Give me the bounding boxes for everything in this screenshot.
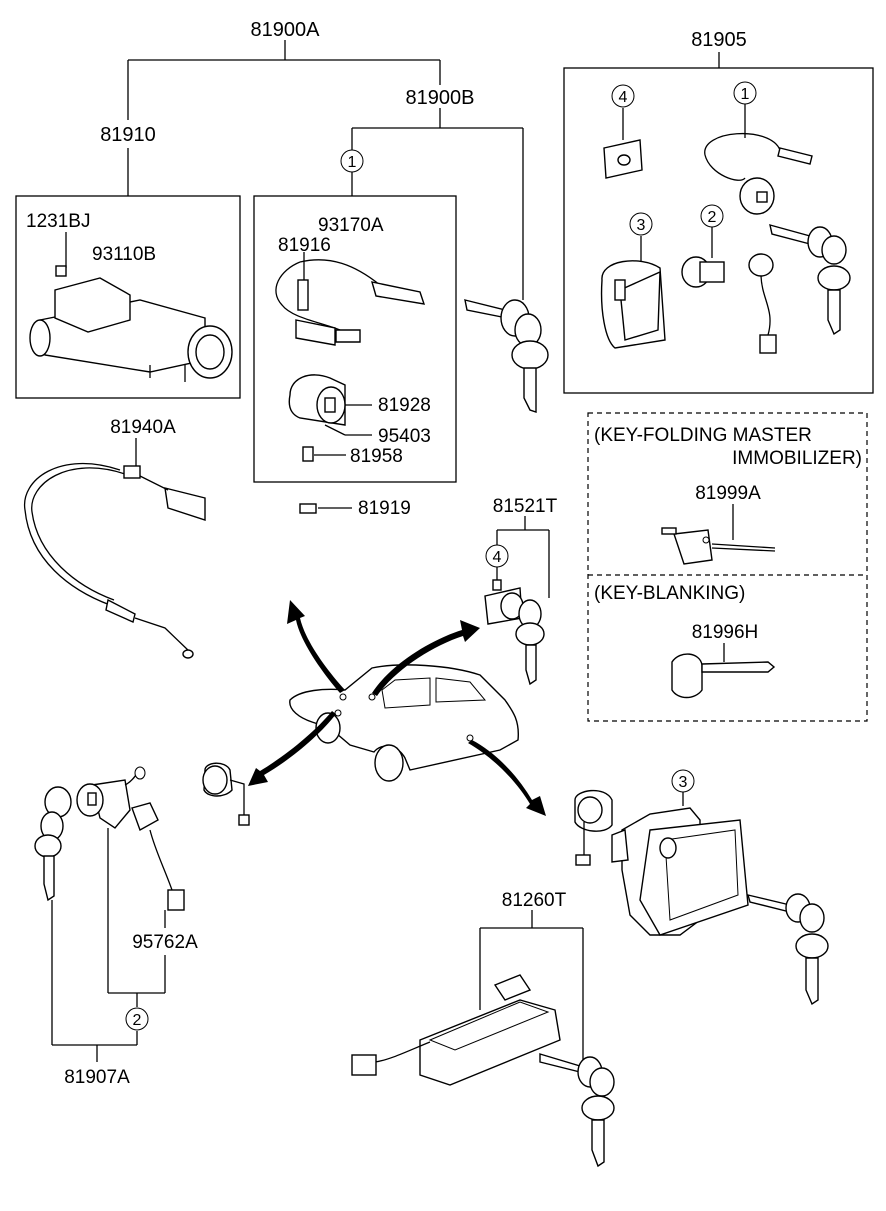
box-81900B-switch	[253, 195, 457, 483]
callout-circles: 4 1 3 2 1 4 3 2	[125, 81, 757, 1031]
callout-2-door: 2	[133, 1012, 142, 1029]
pointer-arrows	[248, 600, 546, 816]
door-lock-illustration	[34, 766, 185, 911]
label-81996H: 81996H	[692, 622, 759, 643]
label-1231BJ: 1231BJ	[26, 211, 90, 232]
lock-set-illustration	[600, 133, 851, 354]
callout-circle-3-glove	[671, 769, 695, 793]
release-cable-illustration	[24, 462, 206, 659]
callout-3-glove: 3	[679, 774, 688, 791]
callout-1-top: 1	[741, 86, 750, 103]
callout-circle-4-trunk	[485, 544, 509, 568]
label-81919: 81919	[358, 498, 411, 519]
callout-3-top: 3	[637, 217, 646, 234]
label-95762A: 95762A	[132, 932, 198, 953]
callout-2-top: 2	[708, 209, 717, 226]
note-key-folding-line1: (KEY-FOLDING MASTER	[594, 425, 812, 446]
callout-circle-2-door	[125, 1007, 149, 1031]
label-81905: 81905	[691, 29, 747, 51]
label-81928: 81928	[378, 395, 431, 416]
callout-circle-1-middle	[340, 149, 364, 173]
glove-box-lock-illustration	[574, 789, 829, 1006]
label-93110B: 93110B	[92, 244, 156, 265]
key-illustration-middle	[464, 299, 549, 413]
callout-circle-4-top	[611, 84, 635, 108]
label-81910: 81910	[100, 124, 156, 146]
box-81905	[563, 67, 874, 394]
label-81260T: 81260T	[502, 890, 567, 911]
label-95403: 95403	[378, 426, 431, 447]
callout-circle-1-top	[733, 81, 757, 105]
callout-4-top: 4	[619, 89, 628, 106]
label-81521T: 81521T	[493, 496, 558, 517]
callout-1-middle: 1	[348, 154, 357, 171]
box-key-options	[587, 412, 868, 722]
ignition-switch-illustration	[275, 259, 426, 514]
tail-gate-lock-illustration	[351, 974, 615, 1168]
trunk-lock-illustration	[484, 579, 545, 686]
callout-circle-3-top	[629, 212, 653, 236]
callout-circle-2-top	[700, 204, 724, 228]
box-81910	[15, 195, 241, 399]
label-81999A: 81999A	[695, 483, 761, 504]
part-labels: 81900A 81900B 81910 81905 1231BJ 93110B …	[26, 19, 862, 1088]
label-81900A: 81900A	[251, 19, 321, 41]
label-81907A: 81907A	[64, 1067, 130, 1088]
note-key-folding-line2: IMMOBILIZER)	[732, 448, 862, 469]
label-93170A: 93170A	[318, 215, 384, 236]
lamp-illustration	[202, 762, 250, 826]
label-81940A: 81940A	[110, 417, 176, 438]
label-81958: 81958	[350, 446, 403, 467]
label-81916: 81916	[278, 235, 331, 256]
car-illustration	[289, 664, 520, 782]
key-folding-illustration	[661, 527, 776, 565]
label-81900B: 81900B	[406, 87, 475, 109]
key-blank-illustration	[671, 653, 776, 699]
note-key-blanking: (KEY-BLANKING)	[594, 583, 745, 604]
steering-lock-illustration	[29, 265, 233, 382]
callout-4-trunk: 4	[493, 549, 502, 566]
